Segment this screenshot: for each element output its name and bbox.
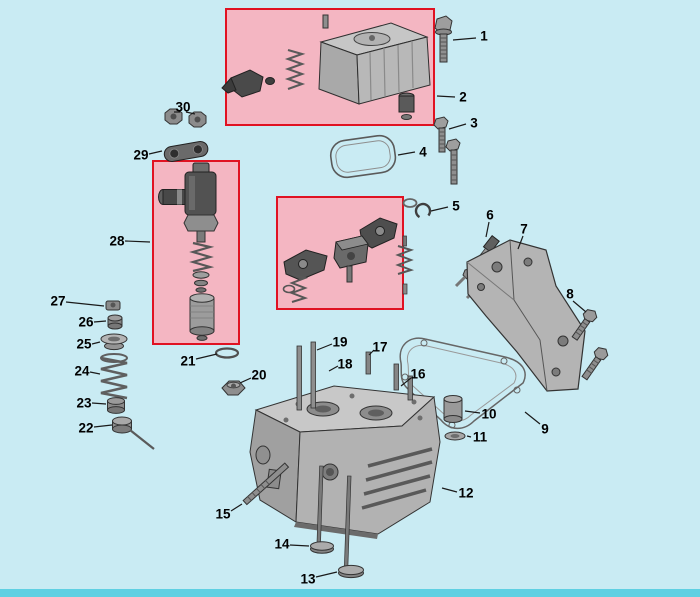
spring-seat-25-drawing bbox=[100, 333, 128, 351]
bolts-3-drawing bbox=[433, 116, 461, 185]
leader-line-19 bbox=[316, 343, 333, 351]
callout-26: 26 bbox=[78, 314, 94, 330]
nuts-30-drawing bbox=[164, 108, 207, 128]
stud-16b-drawing bbox=[407, 375, 413, 401]
leader-line-8 bbox=[572, 300, 587, 313]
stud-18-drawing bbox=[310, 341, 316, 409]
valve-cover-assembly-drawing bbox=[221, 14, 431, 120]
rocker-arm-group-drawing bbox=[282, 198, 418, 303]
leader-line-22 bbox=[93, 424, 113, 428]
callout-2: 2 bbox=[459, 89, 467, 105]
leader-line-11 bbox=[466, 435, 472, 438]
valve-train-column-drawing bbox=[100, 300, 155, 450]
bracket-7-drawing bbox=[466, 239, 586, 392]
leader-line-1 bbox=[452, 37, 477, 41]
leader-line-13 bbox=[315, 571, 338, 578]
nut-20-drawing bbox=[221, 380, 246, 396]
leader-line-10 bbox=[464, 410, 481, 414]
callout-18: 18 bbox=[337, 356, 353, 372]
footer-strip bbox=[0, 589, 700, 597]
bolts-8-drawing bbox=[571, 309, 609, 381]
callout-27: 27 bbox=[50, 293, 66, 309]
stud-16a-drawing bbox=[393, 363, 399, 391]
cap-26-drawing bbox=[107, 314, 123, 330]
leader-line-18 bbox=[328, 365, 339, 372]
callout-20: 20 bbox=[251, 367, 267, 383]
leader-line-4 bbox=[397, 151, 416, 156]
injector-28-drawing bbox=[158, 162, 219, 341]
callout-23: 23 bbox=[76, 395, 92, 411]
callout-16: 16 bbox=[410, 366, 426, 382]
leader-line-20 bbox=[239, 377, 252, 384]
follower-29-drawing bbox=[163, 140, 209, 163]
callout-25: 25 bbox=[76, 336, 92, 352]
circlip-5-drawing bbox=[414, 202, 432, 220]
leader-line-21 bbox=[195, 353, 218, 360]
callout-4: 4 bbox=[419, 144, 427, 160]
valve-13-drawing bbox=[338, 475, 364, 579]
leader-line-7 bbox=[517, 235, 524, 250]
callout-1: 1 bbox=[480, 28, 488, 44]
callout-28: 28 bbox=[109, 233, 125, 249]
o-ring-21-drawing bbox=[214, 347, 240, 359]
callout-5: 5 bbox=[452, 198, 460, 214]
callout-14: 14 bbox=[274, 536, 290, 552]
leader-line-16 bbox=[400, 377, 412, 387]
stud-15-drawing bbox=[242, 462, 290, 506]
callout-6: 6 bbox=[486, 207, 494, 223]
leader-line-2 bbox=[436, 95, 456, 98]
cap-22-drawing bbox=[112, 416, 155, 450]
callout-17: 17 bbox=[372, 339, 388, 355]
leader-line-3 bbox=[448, 123, 467, 130]
gasket-4-drawing bbox=[329, 134, 397, 179]
leader-line-28 bbox=[124, 240, 151, 243]
leader-line-5 bbox=[430, 206, 449, 212]
leader-line-26 bbox=[93, 320, 107, 323]
callout-19: 19 bbox=[332, 334, 348, 350]
stud-19-drawing bbox=[296, 345, 302, 411]
washer-11-drawing bbox=[444, 431, 466, 441]
callout-29: 29 bbox=[133, 147, 149, 163]
callout-8: 8 bbox=[566, 286, 574, 302]
callout-15: 15 bbox=[215, 506, 231, 522]
callout-21: 21 bbox=[180, 353, 196, 369]
callout-24: 24 bbox=[74, 363, 90, 379]
leader-line-15 bbox=[230, 503, 243, 512]
leader-line-30 bbox=[185, 111, 196, 115]
callout-7: 7 bbox=[520, 221, 528, 237]
leader-line-25 bbox=[91, 341, 101, 345]
leader-line-9 bbox=[524, 411, 541, 425]
bolt-1-drawing bbox=[434, 15, 453, 63]
cylinder-head-12-drawing bbox=[249, 341, 441, 539]
leader-line-27 bbox=[65, 301, 105, 307]
leader-line-14 bbox=[289, 544, 310, 547]
leader-line-17 bbox=[368, 349, 375, 356]
callout-30: 30 bbox=[175, 99, 191, 115]
stud-17-drawing bbox=[365, 351, 371, 375]
leader-line-24 bbox=[89, 371, 101, 375]
valve-spring-24-drawing bbox=[100, 353, 128, 400]
valve-14-drawing bbox=[310, 465, 334, 554]
callout-22: 22 bbox=[78, 420, 94, 436]
retainer-23-drawing bbox=[107, 397, 125, 414]
callout-9: 9 bbox=[541, 421, 549, 437]
spacer-10-drawing bbox=[443, 395, 463, 423]
callout-13: 13 bbox=[300, 571, 316, 587]
leader-line-29 bbox=[148, 150, 163, 155]
leader-line-6 bbox=[485, 221, 490, 238]
leader-line-12 bbox=[441, 487, 458, 493]
callout-3: 3 bbox=[470, 115, 478, 131]
callout-11: 11 bbox=[472, 429, 488, 445]
callout-12: 12 bbox=[458, 485, 474, 501]
callout-10: 10 bbox=[481, 406, 497, 422]
leader-line-23 bbox=[91, 402, 107, 405]
